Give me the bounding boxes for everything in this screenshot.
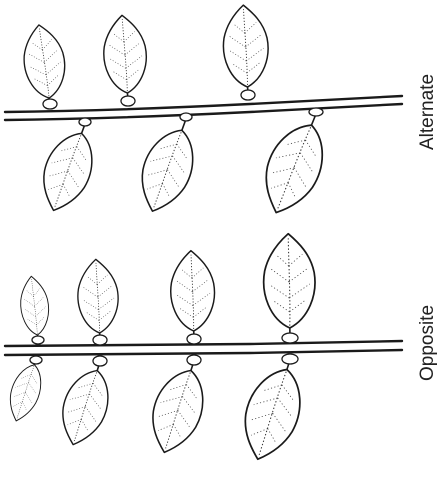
opposite-leaf-upper-1 xyxy=(18,275,52,342)
opposite-label: Opposite xyxy=(417,305,438,381)
opposite-leaf-lower-1 xyxy=(3,356,49,425)
opposite-stem xyxy=(5,341,402,346)
alternate-label: Alternate xyxy=(417,74,438,150)
opposite-leaf-upper-4 xyxy=(263,233,316,338)
opposite-leaf-lower-2 xyxy=(53,355,120,451)
alternate-leaf-upper-1 xyxy=(19,22,70,107)
alternate-branch xyxy=(5,4,402,222)
opposite-nodes xyxy=(30,333,298,366)
opposite-leaf-lower-3 xyxy=(142,354,216,460)
alternate-leaf-lower-3 xyxy=(252,104,339,222)
opposite-leaf-lower-4 xyxy=(233,352,314,467)
alternate-stem xyxy=(5,96,402,112)
alternate-leaf-upper-2 xyxy=(101,14,149,103)
opposite-leaf-upper-3 xyxy=(169,250,216,340)
alternate-leaf-lower-2 xyxy=(130,111,208,219)
alternate-leaf-upper-3 xyxy=(221,4,270,96)
opposite-branch xyxy=(3,233,402,467)
opposite-leaf-upper-2 xyxy=(76,258,120,341)
alternate-leaf-lower-1 xyxy=(32,116,105,218)
